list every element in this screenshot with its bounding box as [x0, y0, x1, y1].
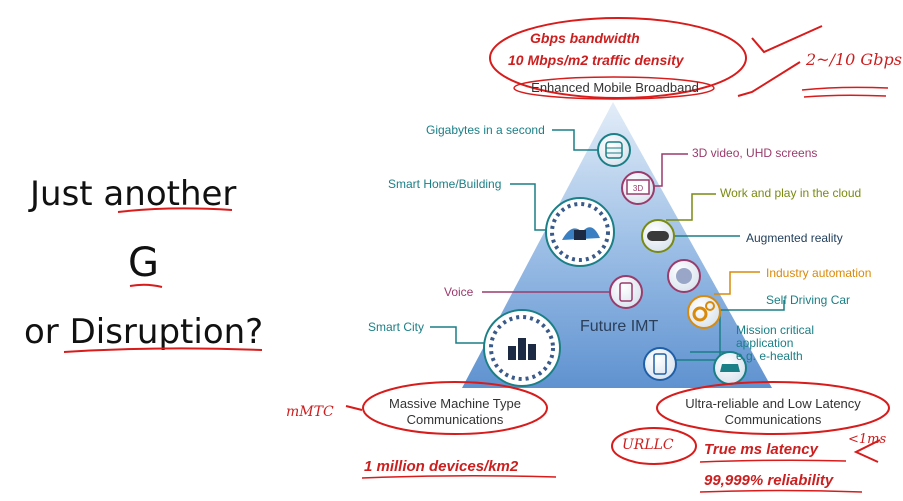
urllc-latency: True ms latency [704, 441, 818, 458]
arrow-embb [737, 61, 801, 97]
title-line-3: or Disruption? [24, 312, 264, 352]
smartphone-icon [643, 347, 677, 381]
gigabytes-icon [597, 133, 631, 167]
callout-ar: Augmented reality [746, 231, 843, 245]
callout-mission-line3: e.g. e-health [736, 349, 803, 363]
mmtc-devices: 1 million devices/km2 [364, 458, 519, 475]
checkmark-embb [751, 25, 823, 54]
connector-smart-home [510, 183, 552, 231]
corner-mmtc-line1: Massive Machine Type [389, 396, 521, 411]
title-line-1: Just another [30, 174, 237, 214]
callout-mission-line2: application [736, 336, 794, 350]
underline-disruption [63, 347, 263, 353]
connector-smart-city [430, 326, 488, 344]
gamepad-icon [641, 219, 675, 253]
connector-industry [714, 271, 760, 295]
ellipse-embb-label [513, 76, 715, 100]
callout-smart-city: Smart City [368, 320, 425, 334]
underline-g [129, 283, 163, 288]
less-than-mark [853, 439, 881, 463]
urllc-reliability: 99,999% reliability [704, 472, 834, 489]
underline-reliability [699, 489, 863, 493]
ellipse-embb [489, 17, 747, 99]
dash-mmtc [345, 405, 363, 411]
svg-text:3D: 3D [633, 184, 643, 193]
smart-city-icon [483, 309, 561, 387]
embb-annotation-line1: Gbps bandwidth [530, 30, 640, 46]
underline-latency [699, 459, 847, 463]
title-line-2: G [128, 240, 159, 286]
voice-icon [609, 275, 643, 309]
callout-3d-video: 3D video, UHD screens [692, 146, 818, 160]
ellipse-mmtc [362, 381, 548, 435]
corner-embb: Enhanced Mobile Broadband [531, 80, 699, 95]
video-3d-icon: 3D [621, 171, 655, 205]
callout-self-driving: Self Driving Car [766, 293, 851, 307]
corner-urllc-line2: Communications [724, 412, 822, 427]
embb-note: 2~/10 Gbps [806, 50, 902, 69]
gears-icon [687, 295, 721, 329]
urllc-note: URLLC [622, 437, 674, 453]
mmtc-note: mMTC [286, 404, 334, 420]
callout-mission-line1: Mission critical [736, 323, 815, 337]
underline-embb-note-1 [801, 86, 889, 91]
underline-another [117, 207, 233, 213]
car-icon [713, 351, 747, 385]
urllc-latency-note: <1ms [848, 432, 887, 447]
corner-mmtc: Massive Machine Type Communications [366, 396, 544, 428]
corner-urllc: Ultra-reliable and Low Latency Communica… [660, 396, 886, 428]
callout-voice: Voice [444, 285, 474, 299]
ellipse-urllc [656, 381, 890, 435]
callout-gigabytes: Gigabytes in a second [426, 123, 545, 137]
underline-embb-note-2 [803, 94, 887, 98]
connector-gigabytes [552, 129, 600, 151]
connector-cloud [666, 193, 716, 221]
ellipse-urllc-note [611, 427, 697, 465]
augmented-reality-icon [667, 259, 701, 293]
callout-mission: Mission critical application e.g. e-heal… [736, 324, 814, 363]
corner-mmtc-line2: Communications [406, 412, 504, 427]
embb-annotation-line2: 10 Mbps/m2 traffic density [508, 52, 684, 68]
smart-home-icon [545, 197, 615, 267]
underline-devices [361, 474, 557, 479]
center-label: Future IMT [580, 318, 659, 335]
callout-smart-home: Smart Home/Building [388, 177, 502, 191]
corner-urllc-line1: Ultra-reliable and Low Latency [685, 396, 861, 411]
callout-industry: Industry automation [766, 266, 872, 280]
callout-cloud: Work and play in the cloud [720, 186, 862, 200]
